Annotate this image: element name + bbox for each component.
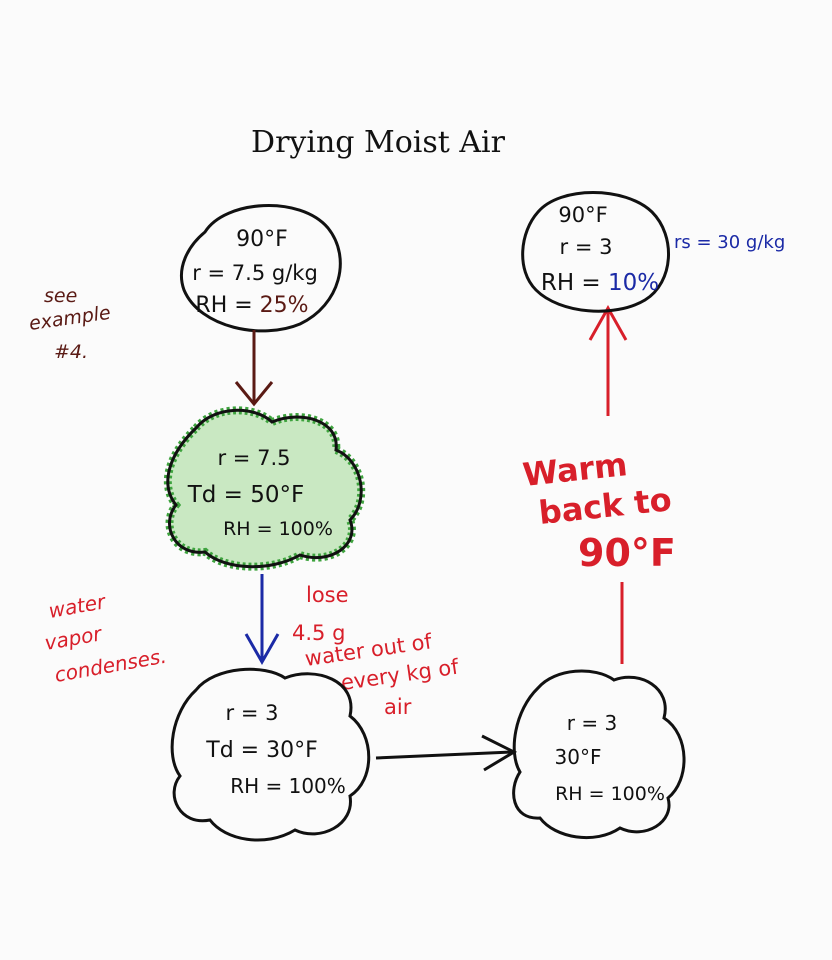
cloud-2-outline (170, 667, 371, 842)
condense-note-line1: water (47, 589, 109, 623)
side-note-line1: see (44, 285, 77, 307)
cloud-1-dewpoint: Td = 50°F (187, 482, 305, 508)
condense-note-line2: vapor (43, 621, 105, 655)
cloud-1-mixing-ratio: r = 7.5 (218, 446, 291, 470)
cloud-1-outline (166, 408, 363, 569)
arrow-horizontal (375, 734, 518, 772)
cloud-3-node: r = 3 30°F RH = 100% (512, 669, 686, 840)
arrow-cool-down (234, 330, 274, 407)
cloud-2-dewpoint: Td = 30°F (205, 738, 317, 763)
cloud-2-node: r = 3 Td = 30°F RH = 100% (170, 667, 371, 842)
cloud-2-mixing-ratio: r = 3 (226, 701, 279, 725)
diagram-title: Drying Moist Air (251, 125, 506, 160)
side-note: see example #4. (28, 285, 112, 363)
cloud-3-outline (512, 669, 686, 840)
cloud-1-node: r = 7.5 Td = 50°F RH = 100% (163, 406, 366, 571)
start-temp: 90°F (236, 227, 288, 252)
start-state-outline (179, 204, 342, 333)
side-note-line2: example (28, 302, 112, 335)
end-state-outline (521, 191, 671, 313)
warm-note-line3: 90°F (578, 531, 676, 575)
end-state-node: 90°F r = 3 RH = 10% rs = 30 g/kg (521, 191, 785, 313)
start-rh: RH = 25% (195, 293, 308, 318)
lose-note: lose 4.5 g water out of every kg of air (292, 583, 461, 719)
cloud-2-rh: RH = 100% (230, 774, 346, 798)
side-note-line3: #4. (54, 341, 88, 363)
condense-note: water vapor condenses. (43, 589, 169, 687)
start-state-node: 90°F r = 7.5 g/kg RH = 25% (179, 204, 342, 333)
start-rh-label: RH = (195, 293, 252, 318)
end-rh-value: 10% (608, 270, 659, 296)
start-rh-value: 25% (260, 293, 309, 318)
arrow-warm-up (588, 304, 628, 664)
cloud-1-rh: RH = 100% (223, 518, 333, 540)
start-mixing-ratio: r = 7.5 g/kg (192, 261, 318, 285)
end-rh-label: RH = (541, 270, 601, 296)
cloud-3-mixing-ratio: r = 3 (567, 711, 617, 735)
end-temp: 90°F (558, 203, 607, 227)
lose-note-line2: 4.5 g (292, 621, 345, 645)
lose-note-line5: air (384, 695, 412, 719)
end-saturation: rs = 30 g/kg (674, 232, 785, 253)
end-mixing-ratio: r = 3 (560, 235, 613, 259)
end-rh: RH = 10% (541, 270, 659, 296)
lose-note-line1: lose (306, 583, 349, 607)
cloud-3-rh: RH = 100% (555, 783, 665, 805)
arrow-condense (244, 574, 280, 666)
warm-note: Warm back to 90°F (521, 445, 676, 575)
cloud-3-temp: 30°F (555, 745, 602, 769)
